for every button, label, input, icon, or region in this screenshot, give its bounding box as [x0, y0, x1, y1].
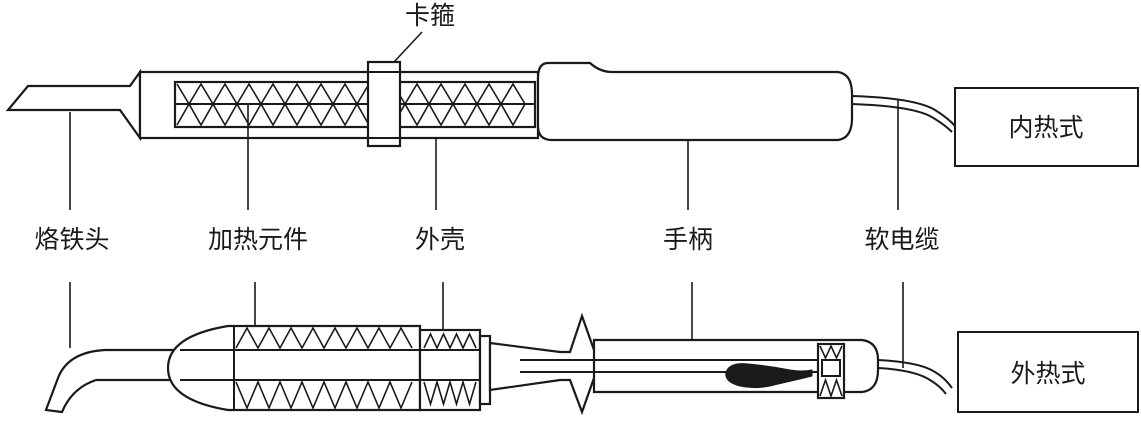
external-flange [478, 334, 492, 406]
external-collar [418, 328, 482, 412]
external-heater-coil-lower [235, 379, 413, 411]
leader-lines [69, 100, 904, 368]
external-heating-iron [44, 312, 953, 416]
internal-iron-handle [536, 61, 854, 142]
shell-label: 外壳 [415, 225, 465, 254]
external-wire-joint [725, 363, 813, 389]
internal-type-box: 内热式 [954, 87, 1139, 167]
internal-iron-tip [5, 68, 142, 142]
tip-label: 烙铁头 [34, 225, 109, 254]
internal-type-label: 内热式 [1008, 113, 1083, 142]
clamp [366, 60, 402, 148]
external-type-label: 外热式 [1010, 359, 1085, 388]
cable-label: 软电缆 [864, 225, 939, 254]
external-iron-cable [877, 359, 953, 389]
handle-label: 手柄 [663, 225, 713, 254]
external-heating-body [166, 324, 422, 412]
heater-label: 加热元件 [208, 225, 308, 254]
external-type-box: 外热式 [957, 331, 1139, 413]
clamp-label: 卡箍 [405, 1, 455, 30]
internal-heater-coil [176, 82, 526, 127]
internal-heating-iron [5, 60, 956, 148]
external-heater-coil-upper [235, 326, 413, 350]
external-neck [488, 312, 598, 416]
internal-iron-cable [851, 95, 956, 127]
